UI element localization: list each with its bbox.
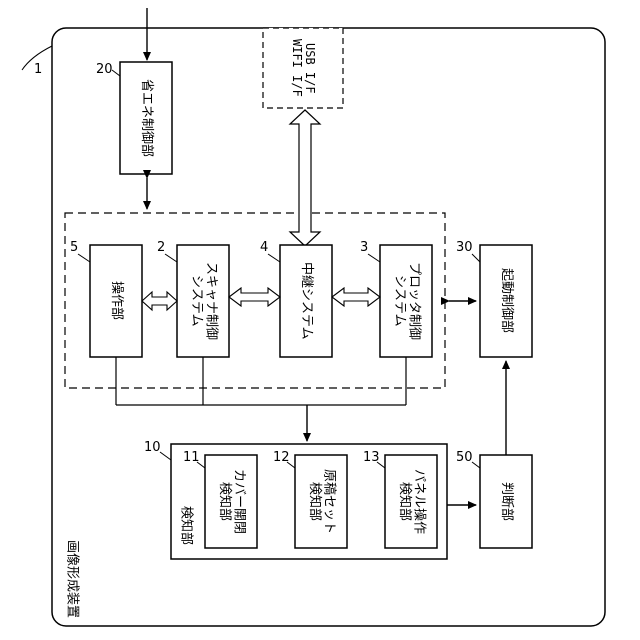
judgment-number: 50 [456,450,473,465]
relay-plotter-link [332,288,380,306]
judgment-label-wrap: 判断部 [480,455,532,548]
operation-label: 操作部 [109,281,123,320]
operation-scanner-link [142,292,177,310]
panel-label: パネル操作 検知部 [397,469,426,534]
startup-leader [472,254,480,262]
original-label-wrap: 原稿セット 検知部 [295,455,347,548]
original-label: 原稿セット 検知部 [307,469,336,534]
startup-label-wrap: 起動制御部 [480,245,532,357]
interface-usb: USB I/F [303,43,316,94]
plotter-label-wrap: プロッタ制御 システム [380,245,432,357]
panel-label-wrap: パネル操作 検知部 [385,455,437,548]
scanner-relay-link [229,288,280,306]
startup-number: 30 [456,240,473,255]
cover-label: カバー開閉 検知部 [217,469,246,534]
judgment-leader [472,462,480,468]
relay-leader [268,254,280,262]
operation-label-wrap: 操作部 [90,245,142,357]
original-number: 12 [273,450,290,465]
scanner-label-wrap: スキャナ制御 システム [177,245,229,357]
power-save-label: 省エネ制御部 [139,79,153,157]
interface-wifi: WIFI I/F [290,39,303,97]
plotter-label: プロッタ制御 システム [392,262,421,340]
scanner-number: 2 [157,240,165,255]
detection-label: 検知部 [178,506,192,545]
interfaces-label-wrap: WIFI I/F USB I/F [263,28,343,108]
device-number: 1 [34,62,42,77]
relay-label-wrap: 中継システム [280,245,332,357]
power-save-leader [112,70,120,76]
judgment-label: 判断部 [499,482,513,521]
relay-label: 中継システム [299,262,313,340]
detection-leader [160,452,171,460]
scanner-label: スキャナ制御 システム [189,262,218,340]
panel-number: 13 [363,450,380,465]
scanner-leader [165,254,177,262]
startup-label: 起動制御部 [499,268,513,333]
device-title: 画像形成装置 [64,540,78,618]
operation-leader [78,254,90,262]
detection-number: 10 [144,440,161,455]
operation-number: 5 [70,240,78,255]
power-save-label-wrap: 省エネ制御部 [120,62,172,174]
interface-relay-link [290,110,320,246]
cover-label-wrap: カバー開閉 検知部 [205,455,257,548]
plotter-number: 3 [360,240,368,255]
cover-number: 11 [183,450,200,465]
power-save-number: 20 [96,62,113,77]
relay-number: 4 [260,240,268,255]
plotter-leader [368,254,380,262]
